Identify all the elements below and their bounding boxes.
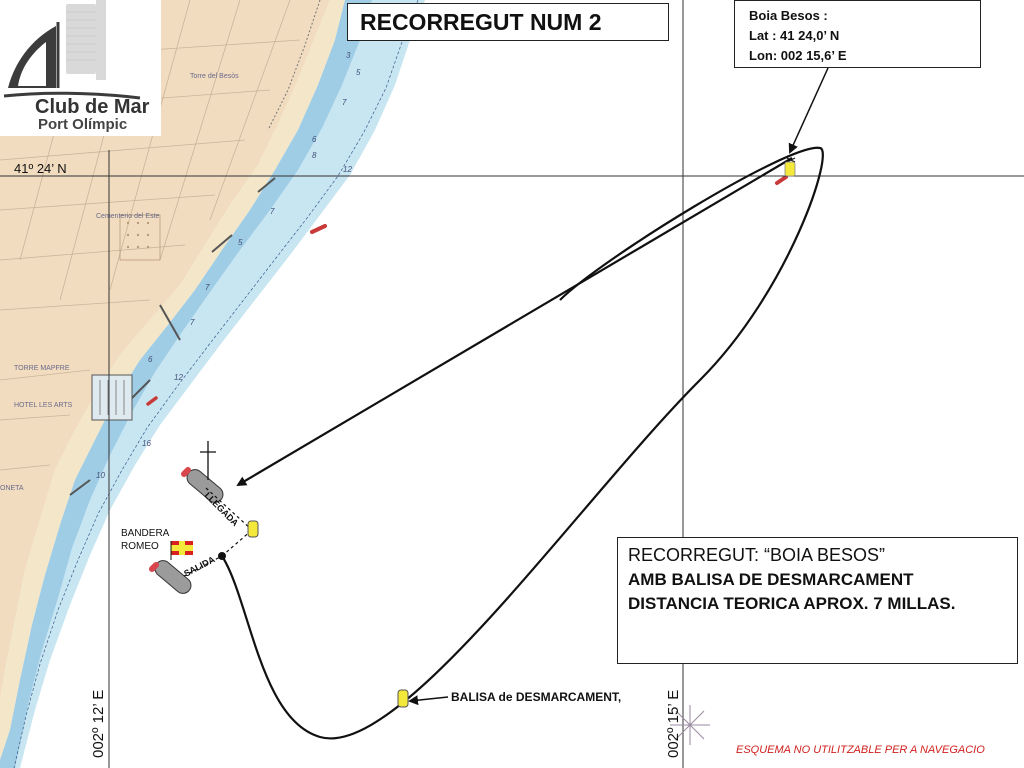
torre-mapfre-label: TORRE MAPFRE (14, 365, 70, 372)
finish-mast-icon (200, 441, 216, 480)
depth-sounding: 5 (238, 238, 243, 247)
buoy-pointer-arrow (788, 67, 829, 154)
cementerio-label: Cementerio del Este (96, 213, 160, 220)
depth-sounding: 16 (142, 439, 151, 448)
course-info-line-1: RECORREGUT: “BOIA BESOS” (628, 545, 886, 565)
course-info-box: RECORREGUT: “BOIA BESOS” AMB BALISA DE D… (617, 537, 1018, 664)
course-info-line-3: DISTANCIA TEORICA APROX. 7 MILLAS. (628, 594, 956, 613)
depth-contour (13, 0, 419, 768)
longitude-west-label: 002º 12’ E (90, 689, 107, 758)
offset-buoy-label: BALISA de DESMARCAMENT, (451, 690, 622, 704)
depth-sounding: 7 (205, 283, 210, 292)
longitude-east-label: 002º 15’ E (665, 689, 682, 758)
page-title: RECORREGUT NUM 2 (360, 9, 602, 35)
buoy-lon: Lon: 002 15,6’ E (749, 48, 847, 63)
chart-buoy-icon (775, 175, 788, 185)
depth-sounding: 3 (346, 51, 351, 60)
navigation-disclaimer: ESQUEMA NO UTILITZABLE PER A NAVEGACIO (736, 744, 985, 756)
nearshore-water (0, 0, 372, 768)
logo-sub: Port Olímpic (38, 116, 128, 133)
flag-label-line-1: BANDERA (121, 528, 170, 539)
latitude-label: 41º 24’ N (14, 161, 67, 176)
oneta-label: ONETA (0, 485, 24, 492)
depth-sounding: 12 (343, 165, 352, 174)
depth-sounding: 12 (174, 373, 183, 382)
depth-sounding: 8 (312, 151, 317, 160)
compass-rose-icon (670, 705, 710, 745)
start-line (183, 555, 223, 577)
chart-buoy-icon (310, 224, 327, 234)
title-box: RECORREGUT NUM 2 (347, 3, 669, 41)
romeo-flag-icon (170, 541, 193, 560)
marina (91, 374, 133, 421)
course-route (221, 146, 824, 740)
offset-pointer-arrow (408, 695, 449, 706)
start-boat-icon (149, 560, 192, 594)
depth-sounding: 6 (148, 355, 153, 364)
besos-buoy-icon (784, 157, 796, 177)
finish-boat-icon (181, 467, 224, 503)
depth-sounding: 5 (356, 68, 361, 77)
course-arrow-finish (236, 157, 793, 487)
depth-sounding: 10 (96, 471, 105, 480)
torre-label: Torre del Besòs (190, 73, 239, 80)
depth-sounding: 6 (312, 135, 317, 144)
hotel-label: HOTEL LES ARTS (14, 402, 73, 409)
buoy-info-box: Boia Besos : Lat : 41 24,0’ N Lon: 002 1… (734, 0, 981, 68)
offset-buoy-icon (397, 689, 409, 708)
pin-buoy-icon (247, 520, 259, 538)
logo-name: Club de Mar (35, 96, 150, 118)
buoy-name: Boia Besos : (749, 8, 828, 23)
pin-connector (221, 529, 253, 557)
sailboat-logo-icon (3, 0, 141, 100)
jetties (69, 177, 276, 496)
beach-strip (0, 0, 345, 760)
depth-sounding: 7 (190, 318, 195, 327)
land-area (0, 0, 330, 700)
shallow-water (0, 0, 425, 768)
buoy-lat: Lat : 41 24,0’ N (749, 28, 840, 43)
cemetery (119, 214, 161, 261)
flag-label-line-2: ROMEO (121, 541, 159, 552)
club-logo: Club de Mar Port Olímpic (0, 0, 161, 136)
chart-buoy-icon (146, 396, 158, 406)
depth-sounding: 7 (270, 207, 275, 216)
depth-sounding: 7 (342, 98, 347, 107)
coastal-rail (267, 0, 321, 131)
finish-line (205, 487, 253, 531)
course-info-line-2: AMB BALISA DE DESMARCAMENT (628, 570, 914, 589)
